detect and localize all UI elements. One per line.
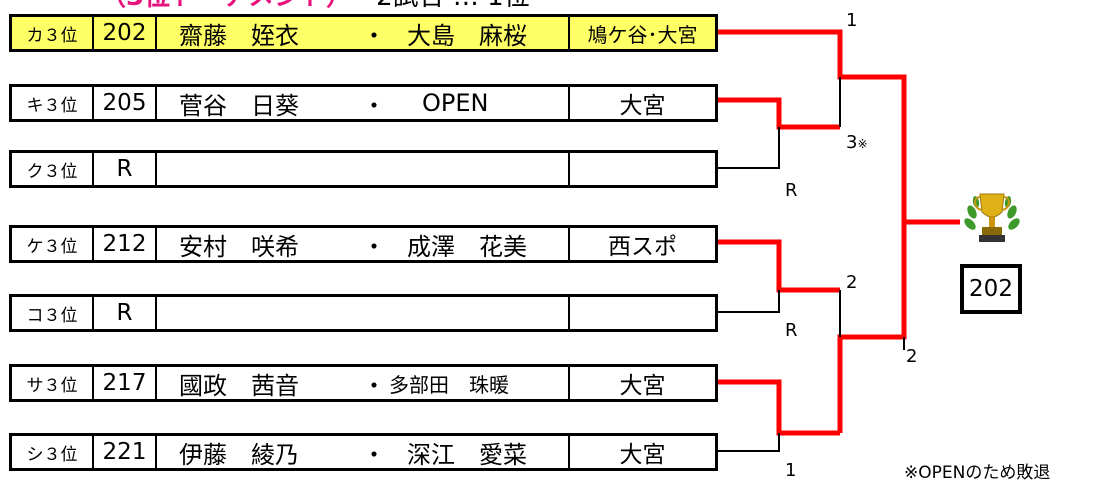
header-title: （3位トーナメント） 2試合 … 1位 xyxy=(100,0,860,12)
player-1: 安村 咲希 xyxy=(179,232,299,261)
player-2: 多部田 珠暖 xyxy=(389,372,509,397)
rank-cell: カ３位 xyxy=(12,17,94,49)
score-label: 3※ xyxy=(846,132,868,153)
player-1: 菅谷 日葵 xyxy=(179,91,299,120)
seed-number: 221 xyxy=(94,436,157,468)
seed-number: R xyxy=(94,297,157,329)
player-2: 成澤 花美 xyxy=(407,232,527,261)
players-cell: 國政 茜音 ・ 多部田 珠暖 xyxy=(157,367,570,400)
bracket-line xyxy=(718,29,960,225)
player-2: OPEN xyxy=(422,89,489,117)
player-2: 大島 麻桜 xyxy=(407,21,527,50)
score-label: 1 xyxy=(846,10,858,31)
bracket-line xyxy=(837,222,907,433)
players-cell: 齋藤 姪衣 ・ 大島 麻桜 xyxy=(157,17,570,50)
entry-row: シ３位 221 伊藤 綾乃 ・ 深江 愛菜 大宮 xyxy=(9,433,718,471)
header-main: （3位トーナメント） xyxy=(100,0,352,12)
separator: ・ xyxy=(362,91,386,120)
club-cell: 大宮 xyxy=(619,373,666,399)
entry-row: サ３位 217 國政 茜音 ・ 多部田 珠暖 大宮 xyxy=(9,364,718,402)
rank-cell: ケ３位 xyxy=(12,228,94,260)
seed-number: 212 xyxy=(94,228,157,260)
club-cell: 鳩ケ谷･大宮 xyxy=(587,22,698,47)
players-cell: 菅谷 日葵 ・ OPEN xyxy=(157,87,570,120)
separator: ・ xyxy=(362,371,386,400)
players-cell xyxy=(157,297,570,329)
player-1: 國政 茜音 xyxy=(179,371,299,400)
club-cell: 大宮 xyxy=(619,442,666,468)
separator: ・ xyxy=(362,440,386,469)
rank-cell: コ３位 xyxy=(12,297,94,329)
players-cell: 安村 咲希 ・ 成澤 花美 xyxy=(157,228,570,261)
seed-number: R xyxy=(94,153,157,185)
bracket-line xyxy=(718,433,780,452)
score-label: 1 xyxy=(785,460,797,481)
players-cell xyxy=(157,153,570,185)
header-tail: 2試合 … 1位 xyxy=(376,0,530,12)
bracket-line xyxy=(718,239,840,293)
club-cell: 大宮 xyxy=(619,93,666,119)
players-cell: 伊藤 綾乃 ・ 深江 愛菜 xyxy=(157,436,570,469)
score-label: R xyxy=(785,320,798,341)
bracket-line xyxy=(718,290,780,313)
score-label: 2 xyxy=(906,346,918,367)
champion-number: 202 xyxy=(960,264,1022,314)
entry-row: ク３位 R xyxy=(9,150,718,188)
player-1: 伊藤 綾乃 xyxy=(179,440,299,469)
seed-number: 202 xyxy=(94,17,157,49)
player-2: 深江 愛菜 xyxy=(407,440,527,469)
entry-row: カ３位 202 齋藤 姪衣 ・ 大島 麻桜 鳩ケ谷･大宮 xyxy=(9,14,718,52)
separator: ・ xyxy=(362,232,386,261)
bracket-line xyxy=(718,97,840,130)
score-label: R xyxy=(785,180,798,201)
footnote: ※OPENのため敗退 xyxy=(904,463,1051,483)
bracket-line xyxy=(718,127,780,169)
score-value: 3 xyxy=(846,132,858,153)
bracket-line xyxy=(718,379,840,436)
entry-row: コ３位 R xyxy=(9,294,718,332)
rank-cell: キ３位 xyxy=(12,87,94,119)
club-cell: 西スポ xyxy=(608,234,677,260)
player-1: 齋藤 姪衣 xyxy=(179,21,299,50)
note-mark: ※ xyxy=(857,137,868,151)
score-label: 2 xyxy=(846,272,858,293)
trophy-icon xyxy=(964,193,1020,242)
seed-number: 205 xyxy=(94,87,157,119)
rank-cell: サ３位 xyxy=(12,367,94,399)
rank-cell: ク３位 xyxy=(12,153,94,185)
separator: ・ xyxy=(362,21,386,50)
entry-row: ケ３位 212 安村 咲希 ・ 成澤 花美 西スポ xyxy=(9,225,718,263)
rank-cell: シ３位 xyxy=(12,436,94,468)
entry-row: キ３位 205 菅谷 日葵 ・ OPEN 大宮 xyxy=(9,84,718,122)
seed-number: 217 xyxy=(94,367,157,399)
